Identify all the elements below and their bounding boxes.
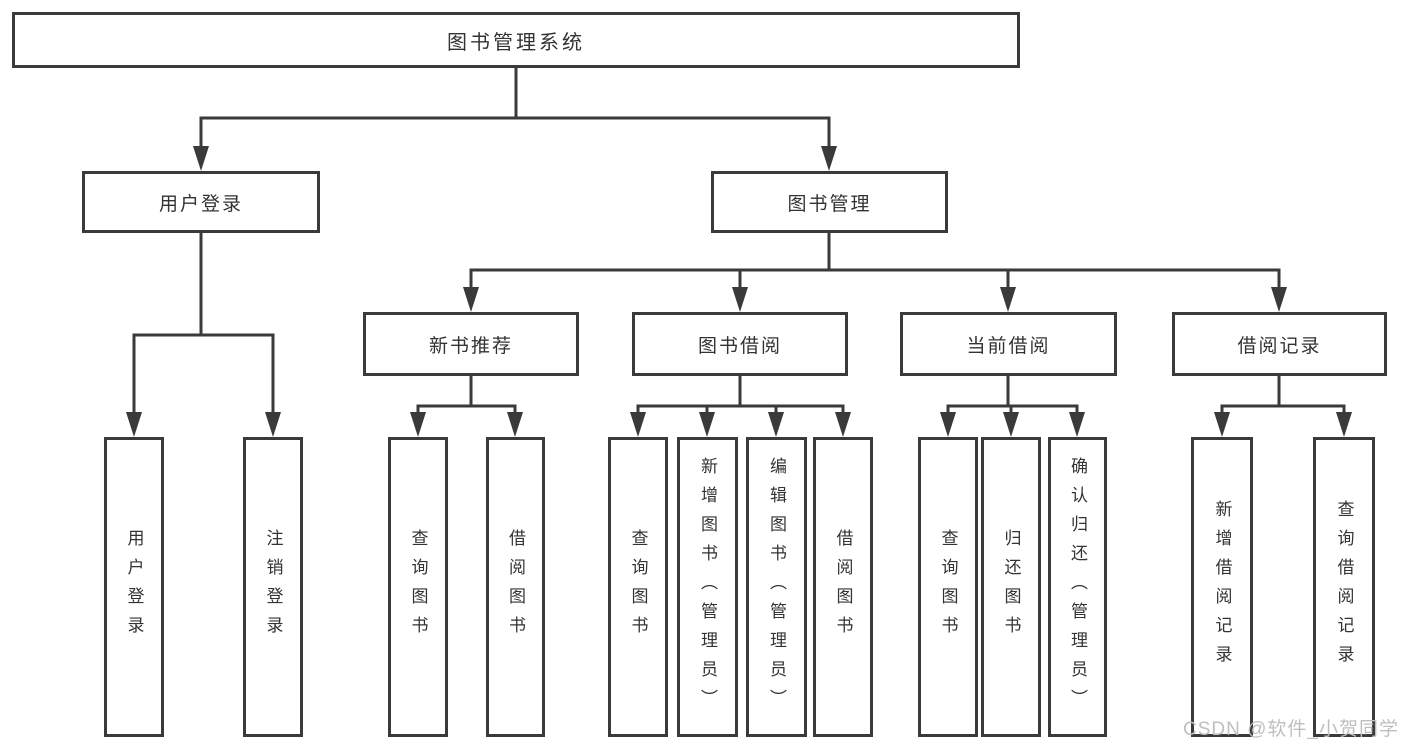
node-book-borrowing: 图书借阅 xyxy=(632,312,848,376)
node-book-management-branch: 图书管理 xyxy=(711,171,948,233)
node-leaf-query-books-2: 查询图书 xyxy=(608,437,668,737)
node-new-book-recommendation: 新书推荐 xyxy=(363,312,579,376)
node-leaf-edit-books-admin: 编辑图书（管理员） xyxy=(746,437,807,737)
node-leaf-confirm-return-admin: 确认归还（管理员） xyxy=(1048,437,1107,737)
node-leaf-borrow-books-2: 借阅图书 xyxy=(813,437,873,737)
node-borrowing-records: 借阅记录 xyxy=(1172,312,1387,376)
node-leaf-query-borrow-record: 查询借阅记录 xyxy=(1313,437,1375,737)
node-leaf-return-books: 归还图书 xyxy=(981,437,1041,737)
node-leaf-borrow-books-1: 借阅图书 xyxy=(486,437,545,737)
node-user-login-branch: 用户登录 xyxy=(82,171,320,233)
node-leaf-query-books-3: 查询图书 xyxy=(918,437,978,737)
node-leaf-logout: 注销登录 xyxy=(243,437,303,737)
node-leaf-add-borrow-record: 新增借阅记录 xyxy=(1191,437,1253,737)
node-leaf-query-books-1: 查询图书 xyxy=(388,437,448,737)
node-library-management-system: 图书管理系统 xyxy=(12,12,1020,68)
node-leaf-add-books-admin: 新增图书（管理员） xyxy=(677,437,738,737)
watermark: CSDN @软件_小贺同学 xyxy=(1183,719,1399,740)
arrow-down-icons xyxy=(126,146,1352,437)
node-current-borrowing: 当前借阅 xyxy=(900,312,1117,376)
node-leaf-user-login: 用户登录 xyxy=(104,437,164,737)
